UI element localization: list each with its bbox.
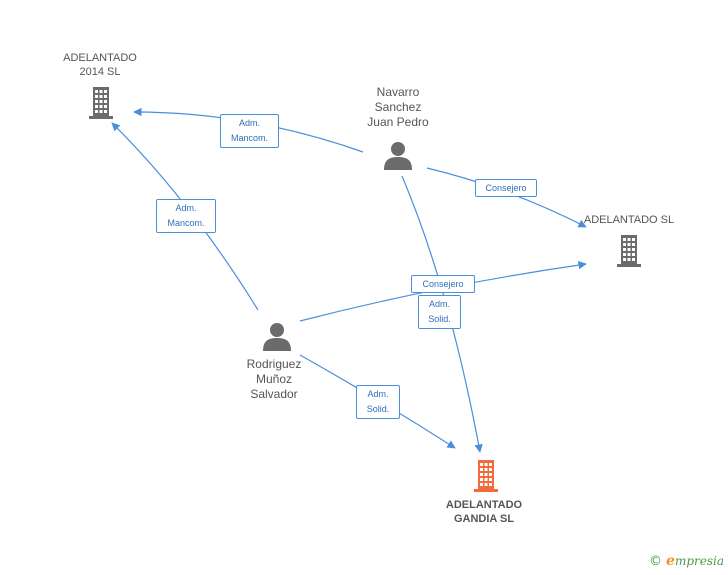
edge-label-navarro-adelantado-gandia[interactable]: Adm. Solid.: [418, 295, 461, 329]
building-icon-adelantado-gandia[interactable]: [471, 459, 501, 493]
edge-lines: [111, 107, 587, 453]
edge-label-navarro-adelantado-sl[interactable]: Consejero: [475, 179, 537, 197]
node-label-navarro[interactable]: Navarro Sanchez Juan Pedro: [367, 85, 429, 129]
building-icon-adelantado-sl[interactable]: [614, 234, 644, 268]
person-icon-navarro[interactable]: [383, 140, 413, 170]
edge-label-rodriguez-adelantado-sl[interactable]: Consejero: [411, 275, 475, 293]
empresia-logo: ©empresia: [649, 553, 724, 569]
edge-line-navarro-adelantado-sl: [426, 167, 587, 228]
person-icon-rodriguez[interactable]: [262, 321, 292, 351]
edge-label-rodriguez-adelantado-2014[interactable]: Adm. Mancom.: [156, 199, 216, 233]
node-label-rodriguez[interactable]: Rodriguez Muñoz Salvador: [246, 357, 302, 401]
node-label-adelantado-sl[interactable]: ADELANTADO SL: [583, 214, 675, 226]
node-label-adelantado-gandia[interactable]: ADELANTADO GANDIA SL: [445, 499, 523, 525]
node-label-adelantado-2014[interactable]: ADELANTADO 2014 SL: [63, 52, 137, 78]
edge-label-rodriguez-adelantado-gandia[interactable]: Adm. Solid.: [356, 385, 400, 419]
edge-label-navarro-adelantado-2014[interactable]: Adm. Mancom.: [220, 114, 279, 148]
copyright-symbol: ©: [649, 554, 663, 569]
building-icon-adelantado-2014[interactable]: [86, 86, 116, 120]
